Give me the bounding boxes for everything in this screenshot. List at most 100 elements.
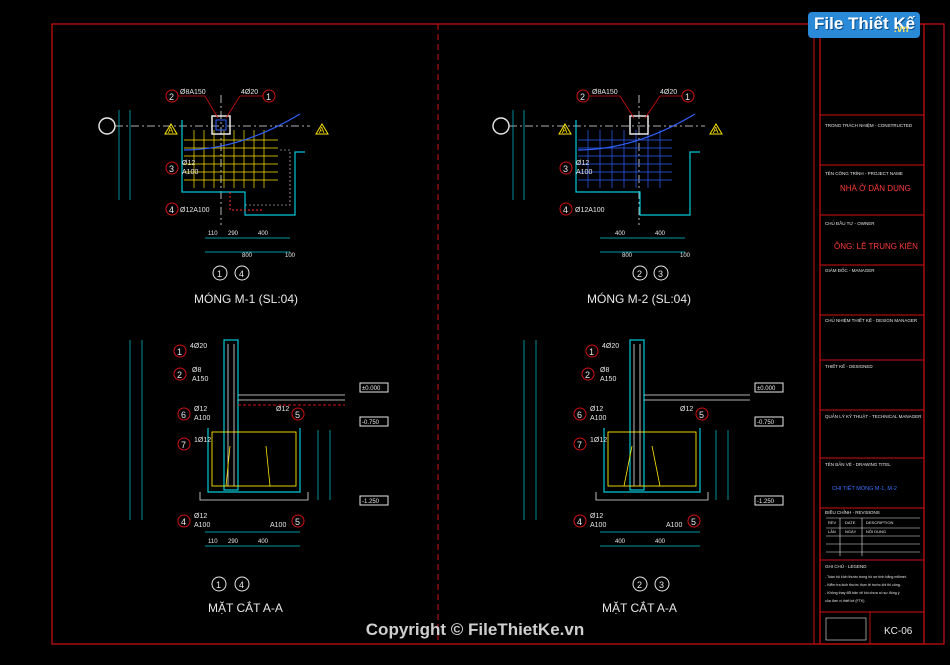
svg-text:4: 4 xyxy=(577,517,582,527)
tb-client-name: ÔNG: LÊ TRUNG KIÊN xyxy=(834,242,918,251)
tb-rev-col: REV xyxy=(828,520,837,525)
rebar-label: Ø12 xyxy=(680,406,693,413)
dim-label: 400 xyxy=(258,231,269,237)
dim-label: 290 xyxy=(228,231,239,237)
filethietke-logo: File Thiết Kế .vn xyxy=(808,10,928,42)
tb-design-manager-label: CHỦ NHIỆM THIẾT KẾ - DESIGN MANAGER xyxy=(825,316,918,323)
rebar-label: Ø12 xyxy=(276,406,289,413)
column-section xyxy=(211,115,231,135)
rebar-label: 4Ø20 xyxy=(602,343,619,350)
tb-rev-col: DESCRIPTION xyxy=(866,520,893,525)
svg-text:1: 1 xyxy=(589,347,594,357)
axis-label: 3 xyxy=(659,580,664,590)
tb-notes-label: GHI CHÚ - LEGEND xyxy=(825,563,867,569)
svg-text:3: 3 xyxy=(169,164,174,174)
tb-note: - Toàn bộ kích thước trong hồ sơ tính bằ… xyxy=(825,574,907,579)
tb-note: của đơn vị thiết kế (FTK) xyxy=(825,599,865,603)
svg-text:3: 3 xyxy=(563,164,568,174)
rebar-label: Ø8 xyxy=(192,367,201,374)
elevation-label: -1.250 xyxy=(362,499,380,505)
tb-drawing-title: CHI TIẾT MÓNG M-1, M-2 xyxy=(832,485,897,492)
svg-text:4: 4 xyxy=(181,517,186,527)
rebar-label: A100 xyxy=(194,415,210,422)
rebar-label: A150 xyxy=(192,376,208,383)
view-title-m2: MÓNG M-2 (SL:04) xyxy=(587,291,691,306)
tb-rev-col: LẦN xyxy=(828,529,836,534)
axis-label: 2 xyxy=(637,269,642,279)
section-aa-right: 1 2 6 7 4 5 5 xyxy=(523,339,784,592)
axis-label: 4 xyxy=(239,580,244,590)
section-aa-left: 1 2 6 7 4 5 5 xyxy=(129,339,389,592)
plan-m1: 2 1 3 4 xyxy=(98,89,329,281)
tb-note: - Không thay đổi bản vẽ khi chưa có sự đ… xyxy=(825,591,900,595)
rebar-label: Ø12 xyxy=(194,406,207,413)
svg-text:2: 2 xyxy=(169,92,174,102)
svg-text:6: 6 xyxy=(181,410,186,420)
tb-client-label: CHỦ ĐẦU TƯ - OWNER xyxy=(825,220,875,226)
elevation-label: ±0.000 xyxy=(757,386,776,392)
view-title-section-left: MẶT CẮT A-A xyxy=(208,600,283,615)
rebar-label: Ø12 xyxy=(590,513,603,520)
plan-m2: 2 1 3 4 xyxy=(492,89,723,281)
elevation-label: -0.750 xyxy=(362,420,380,426)
rebar-label: 1Ø12 xyxy=(194,437,211,444)
view-title-m1: MÓNG M-1 (SL:04) xyxy=(194,291,298,306)
axis-label: 2 xyxy=(637,580,642,590)
dim-label: 100 xyxy=(680,253,691,259)
tb-project-label: TÊN CÔNG TRÌNH - PROJECT NAME xyxy=(825,169,903,176)
svg-text:2: 2 xyxy=(580,92,585,102)
svg-text:1: 1 xyxy=(685,92,690,102)
axis-label: 3 xyxy=(658,269,663,279)
tb-revision-label: ĐIỀU CHỈNH - REVISIONS xyxy=(825,509,880,515)
cut-label: A xyxy=(168,126,174,135)
rebar-label: Ø12A100 xyxy=(575,207,605,214)
dim-label: 400 xyxy=(615,231,626,237)
dim-label: 100 xyxy=(285,253,296,259)
rebar-label: A150 xyxy=(600,376,616,383)
cut-label: A xyxy=(562,126,568,135)
svg-text:5: 5 xyxy=(295,517,300,527)
rebar-label: Ø12 xyxy=(590,406,603,413)
outer-frame xyxy=(51,23,945,645)
rebar-label: Ø12 xyxy=(576,160,589,167)
rebar-label: Ø12A100 xyxy=(180,207,210,214)
copyright-watermark: Copyright © FileThietKe.vn xyxy=(365,620,585,639)
cut-label: A xyxy=(319,126,325,135)
elevation-label: -0.750 xyxy=(757,420,775,426)
tb-rev-col: DATE xyxy=(845,520,856,525)
dim-label: 400 xyxy=(655,539,666,545)
rebar-label: A100 xyxy=(590,522,606,529)
elevation-label: ±0.000 xyxy=(362,386,381,392)
logo-text: File Thiết Kế xyxy=(814,14,916,33)
rebar-label: Ø12 xyxy=(182,160,195,167)
tb-sheet-number: KC-06 xyxy=(884,626,913,637)
svg-text:1: 1 xyxy=(266,92,271,102)
tb-project-name: NHÀ Ở DÂN DỤNG xyxy=(840,184,911,193)
logo-suffix: .vn xyxy=(894,24,909,35)
dim-label: 400 xyxy=(615,539,626,545)
svg-text:1: 1 xyxy=(177,347,182,357)
svg-text:7: 7 xyxy=(577,440,582,450)
tb-manager-label: GIÁM ĐỐC - MANAGER xyxy=(825,267,875,273)
elevation-label: -1.250 xyxy=(757,499,775,505)
tb-designer-label: THIẾT KẾ - DESIGNED xyxy=(825,363,873,369)
rebar-label: A100 xyxy=(666,522,682,529)
axis-bubble-icon xyxy=(492,117,510,135)
rebar-label: A100 xyxy=(576,169,592,176)
rebar-label: A100 xyxy=(194,522,210,529)
view-title-section-right: MẶT CẮT A-A xyxy=(602,600,677,615)
tb-rev-col: NGÀY xyxy=(845,529,857,534)
dim-label: 800 xyxy=(242,253,253,259)
svg-text:5: 5 xyxy=(691,517,696,527)
rebar-label: 4Ø20 xyxy=(660,89,677,96)
column-section xyxy=(629,115,649,135)
rebar-label: Ø8 xyxy=(600,367,609,374)
svg-text:2: 2 xyxy=(585,370,590,380)
svg-text:4: 4 xyxy=(563,205,568,215)
dim-label: 400 xyxy=(258,539,269,545)
axis-label: 1 xyxy=(217,269,222,279)
axis-label: 1 xyxy=(216,580,221,590)
tb-tech-label: QUẢN LÝ KỸ THUẬT - TECHNICAL MANAGER xyxy=(825,413,922,419)
